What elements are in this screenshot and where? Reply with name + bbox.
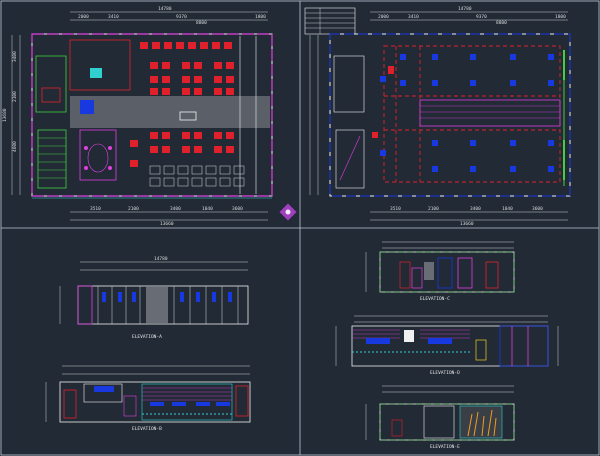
ceiling-bottom-dim-2: 2100	[428, 206, 439, 212]
light-fixtures	[380, 54, 554, 172]
elevation-e-label: ELEVATION-E	[430, 444, 460, 450]
ceiling-dim-5: 1800	[555, 14, 566, 20]
ceiling-dim-total: 14780	[458, 6, 472, 12]
ceiling-dim-4: 8800	[496, 20, 507, 26]
plan-bottom-dim-5: 3600	[232, 206, 243, 212]
plan-side-dim-1: 3400	[12, 51, 18, 62]
elevation-b-label: ELEVATION-B	[132, 426, 162, 432]
elevation-d-label: ELEVATION-D	[430, 370, 460, 376]
workstation-grid	[130, 36, 257, 194]
ceiling-dim-3: 9370	[476, 14, 487, 20]
ceiling-bottom-dim-1: 3510	[390, 206, 401, 212]
plan-dim-total: 14780	[158, 6, 172, 12]
meeting-room	[79, 129, 117, 181]
ceiling-bottom-dim-4: 1040	[502, 206, 513, 212]
ceiling-dim-1: 2000	[378, 14, 389, 20]
ceiling-plan[interactable]: 14780 2000 3410 9370 8800 1800	[304, 6, 571, 227]
furniture-plan[interactable]: 14780 2000 3410 9370 8800 1800 13680 340…	[2, 6, 297, 227]
plan-dim-1: 2000	[78, 14, 89, 20]
plan-dim-5: 1800	[255, 14, 266, 20]
elevation-c[interactable]: ELEVATION-C	[365, 241, 515, 302]
legend-box	[304, 7, 356, 35]
elevation-e[interactable]: ELEVATION-E	[365, 385, 515, 450]
ceiling-bottom-dim-5: 3600	[532, 206, 543, 212]
elevation-d[interactable]: ELEVATION-D	[335, 315, 559, 376]
lighting-circuit	[383, 45, 561, 183]
elevation-a[interactable]: 14780 ELEVATION-A	[59, 256, 249, 340]
plan-bottom-dim-total: 13660	[160, 221, 174, 227]
plan-bottom-dim-4: 1040	[202, 206, 213, 212]
ceiling-bottom-dim-3: 3400	[470, 206, 481, 212]
elevation-b[interactable]: ELEVATION-B	[45, 365, 251, 432]
plan-side-dim-3: 4600	[12, 141, 18, 152]
plan-bottom-dim-1: 3510	[90, 206, 101, 212]
ceiling-dim-2: 3410	[408, 14, 419, 20]
plan-bottom-dim-3: 3400	[170, 206, 181, 212]
plan-dim-2: 3410	[108, 14, 119, 20]
ceiling-bottom-dim-total: 13660	[460, 221, 474, 227]
north-arrow-icon	[279, 203, 297, 221]
plan-side-dim-total: 13680	[2, 108, 8, 122]
plan-bottom-dim-2: 2100	[128, 206, 139, 212]
stair	[37, 129, 67, 189]
plan-dim-3: 9370	[176, 14, 187, 20]
corridor	[70, 96, 270, 128]
elevation-a-label: ELEVATION-A	[132, 334, 162, 340]
elevation-a-dim: 14780	[154, 256, 168, 262]
plan-dim-4: 8800	[196, 20, 207, 26]
elevation-c-label: ELEVATION-C	[420, 296, 450, 302]
plan-side-dim-2: 2100	[12, 91, 18, 102]
plant-decor	[467, 409, 497, 437]
